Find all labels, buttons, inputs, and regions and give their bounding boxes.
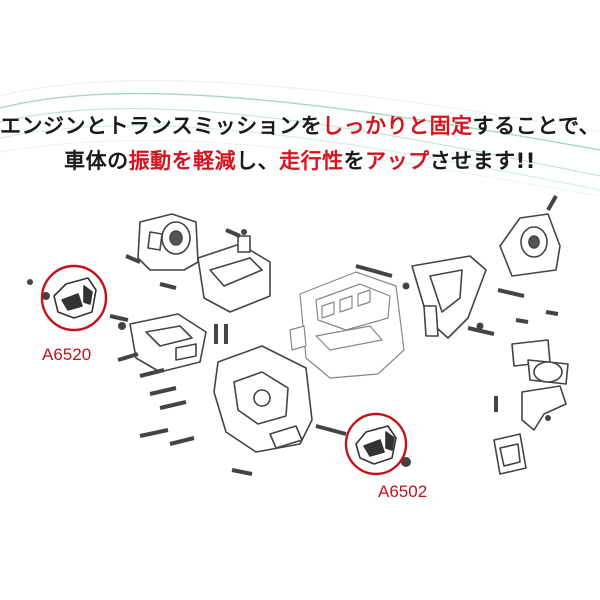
headline-highlight: 走行性 — [279, 149, 344, 173]
part-label-a6520: A6520 — [42, 345, 92, 364]
headline-highlight: しっかりと固定 — [322, 114, 473, 138]
engine-mount-top-right — [499, 213, 561, 277]
engine-block — [289, 271, 405, 379]
bracket-top-right — [411, 255, 487, 339]
swoosh-decoration — [0, 79, 600, 197]
mount-a6520 — [40, 264, 108, 332]
bracket-right-lower — [493, 385, 567, 475]
headline-text: させます!! — [429, 149, 536, 173]
headline-line-1: エンジンとトランスミッションをしっかりと固定することで、 — [0, 110, 600, 140]
headline-highlight: 振動を軽減 — [128, 149, 237, 173]
part-label-a6502: A6502 — [378, 482, 428, 501]
headline-line-2: 車体の振動を軽減し、走行性をアップさせます!! — [0, 145, 600, 175]
bracket-lower-left — [213, 345, 313, 453]
mount-a6502 — [344, 412, 408, 476]
headline-text: し、 — [236, 149, 280, 173]
bolts — [109, 195, 559, 476]
headline-text: することで、 — [472, 114, 600, 138]
engine-mount-top-left — [137, 213, 199, 271]
headline-text: エンジンとトランスミッションを — [0, 114, 323, 138]
headline-highlight: アップ — [365, 149, 430, 173]
bracket-top-left — [197, 235, 271, 313]
mount-right-middle — [511, 339, 569, 385]
headline-text: を — [343, 149, 366, 173]
bracket-left-plate — [129, 313, 207, 373]
headline-text: 車体の — [64, 149, 129, 173]
